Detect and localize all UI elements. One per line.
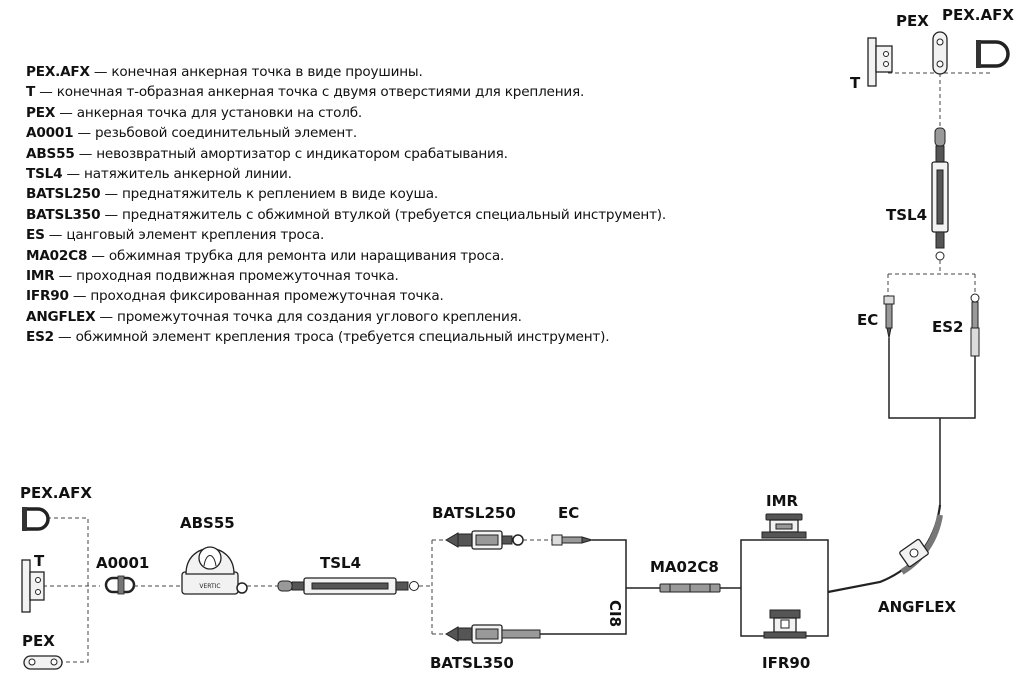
legend-code: IFR90: [26, 288, 69, 305]
ci8-cable-loop: [540, 539, 627, 635]
legend-item: ABS55 — невозвратный амортизатор с индик…: [26, 144, 666, 164]
legend-description: — проходная подвижная промежуточная точк…: [54, 267, 399, 284]
tsl4-tensioner-icon: [277, 577, 419, 595]
ma02c8-label: MA02C8: [650, 558, 719, 576]
legend-description: — промежуточная точка для создания углов…: [95, 308, 522, 325]
left-pex-afx-anchor-icon: [22, 507, 50, 531]
a0001-connector-icon: [104, 575, 136, 595]
top-pex-label: PEX: [896, 12, 929, 30]
top-es2-label: ES2: [932, 318, 964, 336]
top-pex-anchor-icon: [932, 31, 948, 75]
legend-description: — натяжитель анкерной линии.: [62, 165, 292, 182]
legend-description: — проходная фиксированная промежуточная …: [68, 288, 444, 305]
legend-code: ABS55: [26, 145, 75, 162]
legend-item: T — конечная т-образная анкерная точка с…: [26, 82, 666, 102]
ifr90-label: IFR90: [762, 654, 810, 672]
ec-label: EC: [558, 504, 579, 522]
legend-item: PEX — анкерная точка для установки на ст…: [26, 103, 666, 123]
legend-item: ES — цанговый элемент крепления троса.: [26, 225, 666, 245]
left-t-label: T: [34, 552, 45, 570]
top-ec-label: EC: [857, 311, 878, 329]
legend-item: MA02C8 — обжимная трубка для ремонта или…: [26, 246, 666, 266]
left-t-anchor-icon: [21, 559, 45, 613]
legend-description: — конечная т-образная анкерная точка с д…: [35, 84, 585, 101]
a0001-label: A0001: [96, 554, 149, 572]
top-es2-fitting-icon: [970, 293, 980, 357]
ec-fitting-icon: [551, 534, 594, 546]
batsl350-label: BATSL350: [430, 654, 514, 672]
legend-description: — анкерная точка для установки на столб.: [55, 104, 363, 121]
tsl4-label: TSL4: [320, 554, 361, 572]
top-pex-afx-label: PEX.AFX: [942, 6, 1014, 24]
legend-item: IFR90 — проходная фиксированная промежут…: [26, 286, 666, 306]
legend-item: BATSL250 — преднатяжитель к реплением в …: [26, 184, 666, 204]
ci8-label: CI8: [606, 600, 624, 627]
legend-description: — невозвратный амортизатор с индикатором…: [74, 145, 508, 162]
legend-code: BATSL250: [26, 186, 101, 203]
top-tsl4-label: TSL4: [886, 206, 927, 224]
legend-code: BATSL350: [26, 206, 101, 223]
legend-code: T: [26, 84, 36, 101]
ma02c8-crimp-tube-icon: [659, 583, 721, 593]
imr-label: IMR: [766, 492, 799, 510]
batsl350-pretensioner-icon: [445, 624, 541, 644]
legend-description: — резьбовой соединительный элемент.: [73, 125, 357, 142]
legend-description: — обжимной элемент крепления троса (треб…: [53, 329, 610, 346]
legend-code: ES2: [26, 329, 54, 346]
legend-item: TSL4 — натяжитель анкерной линии.: [26, 164, 666, 184]
left-pex-anchor-icon: [23, 655, 63, 670]
legend-item: IMR — проходная подвижная промежуточная …: [26, 266, 666, 286]
left-pex-label: PEX: [22, 632, 55, 650]
legend-item: A0001 — резьбовой соединительный элемент…: [26, 123, 666, 143]
legend-description: — цанговый элемент крепления троса.: [44, 227, 325, 244]
left-pex-afx-label: PEX.AFX: [20, 484, 92, 502]
top-tsl4-tensioner-icon: [931, 127, 949, 261]
angflex-label: ANGFLEX: [878, 598, 957, 616]
abs55-brand-text: VERTIC: [199, 583, 220, 590]
imr-intermediate-icon: [761, 513, 807, 539]
legend-item: PEX.AFX — конечная анкерная точка в виде…: [26, 62, 666, 82]
batsl250-pretensioner-icon: [445, 530, 524, 550]
legend-item: ES2 — обжимной элемент крепления троса (…: [26, 327, 666, 347]
top-cable-loop: [888, 338, 976, 419]
legend-description: — конечная анкерная точка в виде проушин…: [89, 64, 423, 80]
top-anchor-group: PEX PEX.AFX T: [850, 6, 1014, 130]
legend-code: IMR: [26, 267, 55, 284]
legend-code: MA02C8: [26, 247, 88, 264]
ifr90-intermediate-icon: [763, 609, 807, 639]
legend-code: ES: [26, 227, 45, 244]
top-pex-afx-anchor-icon: [976, 40, 1010, 68]
left-anchor-dashed-link: [40, 517, 89, 663]
angflex-bracket-icon: [899, 538, 929, 568]
left-anchor-group: PEX.AFX T PEX: [20, 484, 100, 670]
top-t-label: T: [850, 74, 861, 92]
top-ec-fitting-icon: [883, 295, 895, 339]
legend-item: BATSL350 — преднатяжитель с обжимной вту…: [26, 205, 666, 225]
abs55-absorber-icon: VERTIC: [181, 546, 248, 595]
top-t-anchor-icon: [867, 37, 893, 87]
legend-description: — преднатяжитель к реплением в виде коуш…: [100, 186, 438, 203]
legend-code: ANGFLEX: [26, 308, 96, 325]
legend-list: PEX.AFX — конечная анкерная точка в виде…: [26, 62, 666, 347]
legend-code: PEX: [26, 104, 56, 121]
legend-code: A0001: [26, 125, 74, 142]
legend-code: PEX.AFX: [26, 64, 90, 80]
legend-description: — обжимная трубка для ремонта или наращи…: [87, 247, 505, 264]
batsl250-label: BATSL250: [432, 504, 516, 522]
legend-item: ANGFLEX — промежуточная точка для создан…: [26, 307, 666, 327]
imr-ifr90-cable-loop: [740, 539, 829, 637]
legend-code: TSL4: [26, 165, 63, 182]
abs55-label: ABS55: [180, 514, 235, 532]
legend-description: — преднатяжитель с обжимной втулкой (тре…: [100, 206, 667, 223]
